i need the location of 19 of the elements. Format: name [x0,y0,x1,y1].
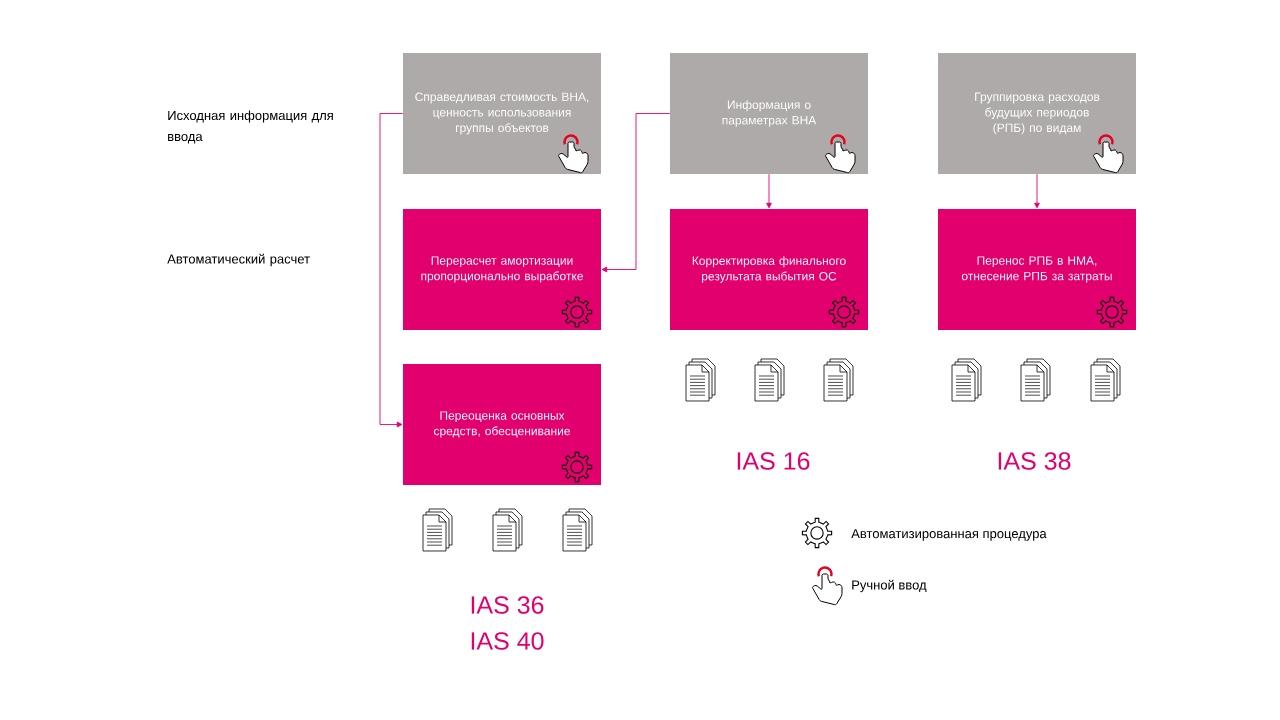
row-label: Исходная информация для ввода [168,110,333,144]
standard-label: IAS 36 [471,596,544,614]
calculation-box: Корректировка финального результата выбытия ОС [670,209,868,330]
arrow [601,113,671,273]
calculation-box: Переоценка основных средств, обесценивание [403,364,601,485]
calculation-box: Перенос РПБ в НМА, отнесение РПБ за затраты [938,209,1136,330]
legend-text: Автоматизированная процедура [851,529,1047,541]
input-box: Справедливая стоимость ВНА, ценность использования группы объектов [403,53,601,174]
standard-label: IAS 16 [737,452,810,470]
standard-label: IAS 38 [998,452,1071,470]
row-label: Автоматический расчет [167,253,310,267]
arrow [379,113,404,428]
legend-text: Ручной ввод [852,579,927,593]
input-box: Информация о параметрах ВНА [670,53,868,174]
input-box: Группировка расходов будущих периодов (РПБ) по видам [938,53,1136,174]
arrow [766,173,772,209]
arrow [1034,173,1040,209]
calculation-box: Перерасчет амортизации пропорционально выработке [403,209,601,330]
standard-label: IAS 40 [471,632,544,650]
